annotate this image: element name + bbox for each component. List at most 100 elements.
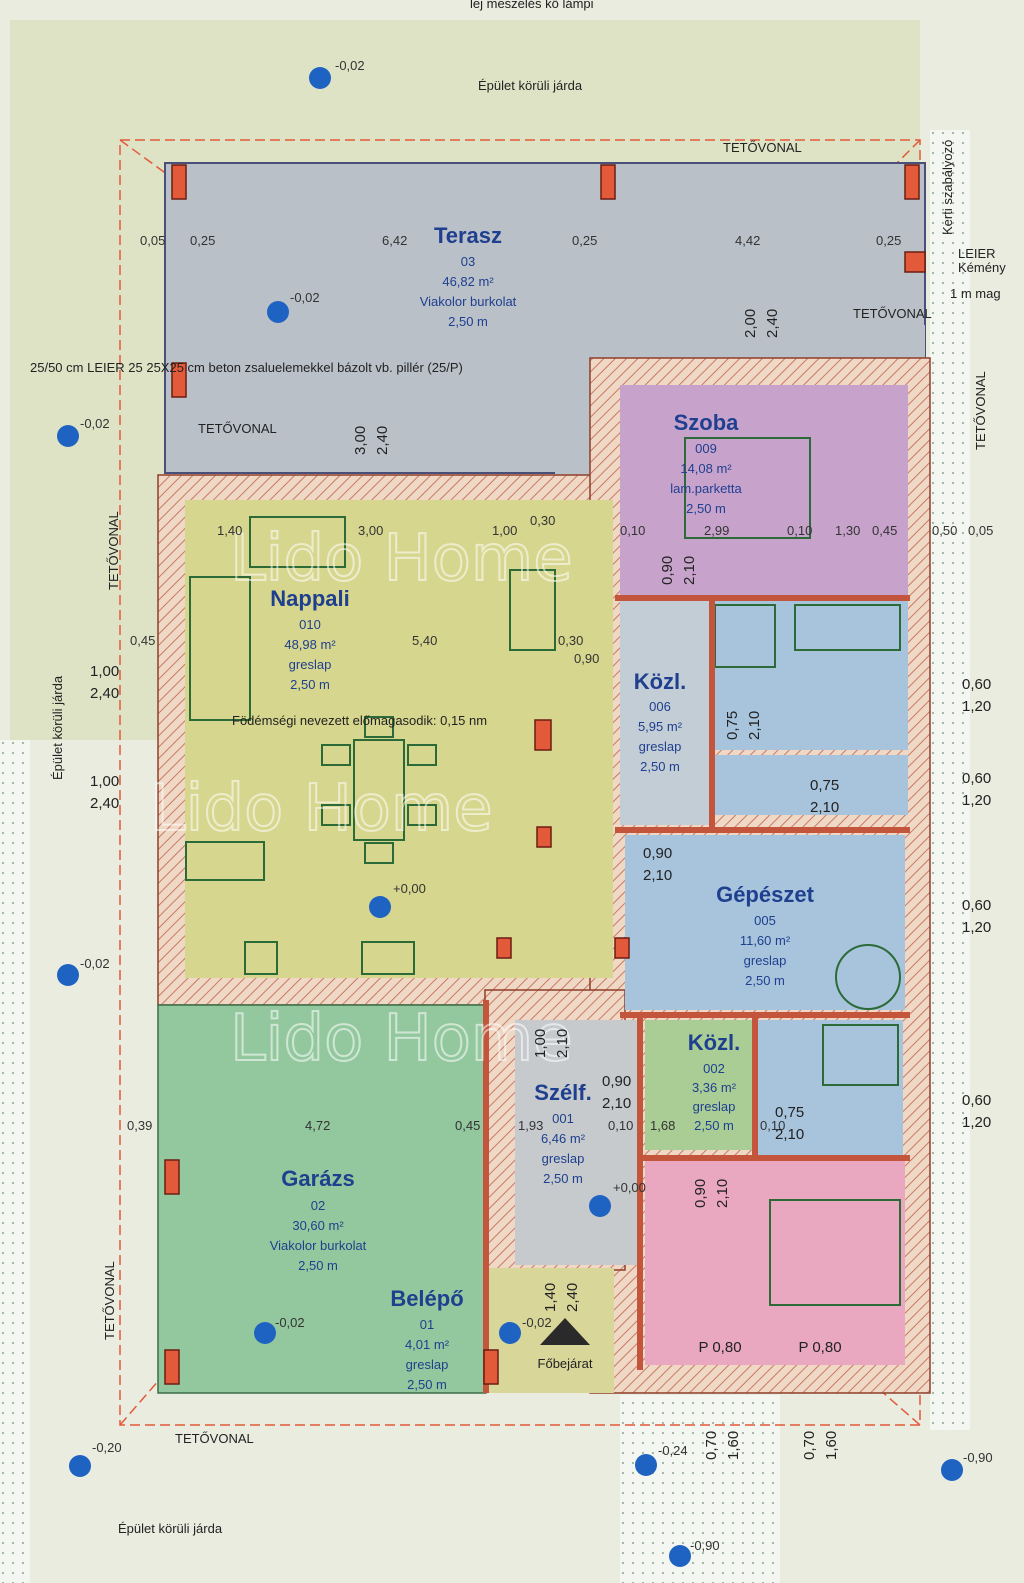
svg-text:-0,02: -0,02	[522, 1315, 552, 1330]
roof-line-label: TETŐVONAL	[723, 140, 802, 155]
svg-text:0,90: 0,90	[659, 556, 676, 585]
svg-text:0,75: 0,75	[724, 711, 741, 740]
svg-text:-0,24: -0,24	[658, 1443, 688, 1458]
svg-text:Kerti szabályozó: Kerti szabályozó	[940, 140, 955, 235]
kitchen-note: Födémségi nevezett előmagasodik: 0,15 nm	[232, 713, 487, 728]
svg-text:2,40: 2,40	[564, 1283, 581, 1312]
svg-text:001: 001	[552, 1111, 574, 1126]
svg-text:0,70: 0,70	[703, 1431, 720, 1460]
svg-text:0,10: 0,10	[620, 523, 645, 538]
svg-text:greslap: greslap	[542, 1151, 585, 1166]
level-values: -0,02 -0,02 -0,02 -0,02 +0,00 -0,02 +0,0…	[80, 58, 993, 1553]
svg-text:LEIER: LEIER	[958, 246, 996, 261]
svg-text:Kémény: Kémény	[958, 260, 1006, 275]
svg-text:0,45: 0,45	[455, 1118, 480, 1133]
svg-text:+0,00: +0,00	[613, 1180, 646, 1195]
svg-text:2,50 m: 2,50 m	[448, 314, 488, 329]
svg-text:1,20: 1,20	[962, 1114, 991, 1131]
pillars	[164, 164, 926, 1385]
svg-text:0,10: 0,10	[608, 1118, 633, 1133]
terasz-label: Terasz 03 46,82 m² Viakolor burkolat 2,5…	[420, 223, 517, 329]
bedroom-window-label: P 0,80	[798, 1339, 841, 1356]
svg-text:0,39: 0,39	[127, 1118, 152, 1133]
svg-text:5,95 m²: 5,95 m²	[638, 719, 683, 734]
side-notes: LEIER Kémény 1 m mag Kerti szabályozó	[940, 140, 1006, 301]
roof-line-label: TETŐVONAL	[102, 1261, 117, 1340]
roof-line-label: TETŐVONAL	[106, 511, 121, 590]
dims-top: 0,05 0,25 6,42 0,25 4,42 0,25	[140, 233, 901, 248]
svg-text:1,93: 1,93	[518, 1118, 543, 1133]
level-markers	[57, 67, 963, 1567]
svg-text:1,40: 1,40	[217, 523, 242, 538]
svg-text:-0,90: -0,90	[963, 1450, 993, 1465]
svg-text:Viakolor burkolat: Viakolor burkolat	[420, 294, 517, 309]
svg-text:1,60: 1,60	[823, 1431, 840, 1460]
svg-text:0,25: 0,25	[572, 233, 597, 248]
walkway-label: Épület körüli járda	[50, 675, 65, 780]
svg-text:0,05: 0,05	[968, 523, 993, 538]
svg-text:1,30: 1,30	[835, 523, 860, 538]
svg-text:0,60: 0,60	[962, 770, 991, 787]
svg-text:2,10: 2,10	[775, 1126, 804, 1143]
svg-text:greslap: greslap	[744, 953, 787, 968]
svg-text:Terasz: Terasz	[434, 223, 502, 248]
svg-text:0,90: 0,90	[602, 1073, 631, 1090]
watermark: Lido Home	[230, 1002, 573, 1076]
kozl2-label: Közl. 002 3,36 m² greslap 2,50 m	[688, 1030, 741, 1133]
pillar-note: 25/50 cm LEIER 25 25X25 cm beton zsaluel…	[30, 360, 463, 375]
kozl1-room	[620, 600, 715, 825]
roof-line-label: TETŐVONAL	[198, 421, 277, 436]
svg-text:+0,00: +0,00	[393, 881, 426, 896]
svg-text:0,25: 0,25	[876, 233, 901, 248]
svg-text:2,40: 2,40	[374, 426, 391, 455]
bathroom-1	[715, 600, 908, 750]
svg-text:2,50 m: 2,50 m	[290, 677, 330, 692]
svg-text:-0,20: -0,20	[92, 1440, 122, 1455]
svg-text:greslap: greslap	[639, 739, 682, 754]
garazs-label: Garázs 02 30,60 m² Viakolor burkolat 2,5…	[270, 1166, 367, 1273]
svg-text:0,45: 0,45	[130, 633, 155, 648]
roof-line-label: TETŐVONAL	[853, 306, 932, 321]
svg-text:2,50 m: 2,50 m	[298, 1258, 338, 1273]
svg-text:11,60 m²: 11,60 m²	[740, 933, 791, 948]
svg-text:2,50 m: 2,50 m	[640, 759, 680, 774]
watermark: Lido Home	[150, 772, 493, 846]
svg-text:0,60: 0,60	[962, 1092, 991, 1109]
svg-text:4,72: 4,72	[305, 1118, 330, 1133]
svg-text:Viakolor burkolat: Viakolor burkolat	[270, 1238, 367, 1253]
svg-text:5,40: 5,40	[412, 633, 437, 648]
kozl2-room	[645, 1020, 753, 1150]
svg-text:0,45: 0,45	[872, 523, 897, 538]
svg-text:0,75: 0,75	[810, 777, 839, 794]
svg-text:2,10: 2,10	[714, 1179, 731, 1208]
walkway-label: Épület körüli járda	[478, 78, 583, 93]
svg-text:1,20: 1,20	[962, 792, 991, 809]
svg-text:Garázs: Garázs	[281, 1166, 354, 1191]
svg-text:48,98 m²: 48,98 m²	[284, 637, 336, 652]
svg-text:greslap: greslap	[406, 1357, 449, 1372]
wc-1	[715, 755, 908, 815]
svg-text:6,42: 6,42	[382, 233, 407, 248]
svg-text:0,30: 0,30	[530, 513, 555, 528]
svg-text:4,01 m²: 4,01 m²	[405, 1337, 450, 1352]
nappali-label: Nappali 010 48,98 m² greslap 2,50 m	[270, 586, 349, 692]
gepeszet-label: Gépészet 005 11,60 m² greslap 2,50 m	[716, 882, 814, 988]
svg-text:Szoba: Szoba	[674, 410, 740, 435]
szoba-label: Szoba 009 14,08 m² lam.parketta 2,50 m	[670, 410, 742, 516]
partitions	[483, 595, 910, 1393]
roof-line-label: TETŐVONAL	[175, 1431, 254, 1446]
svg-text:0,25: 0,25	[190, 233, 215, 248]
svg-text:Belépő: Belépő	[390, 1286, 463, 1311]
svg-text:2,00: 2,00	[742, 309, 759, 338]
svg-text:1,00: 1,00	[90, 773, 119, 790]
svg-text:0,90: 0,90	[643, 845, 672, 862]
svg-text:2,10: 2,10	[602, 1095, 631, 1112]
svg-text:-0,02: -0,02	[80, 416, 110, 431]
szoba-room	[620, 385, 908, 597]
svg-text:2,10: 2,10	[554, 1029, 571, 1058]
svg-text:-0,90: -0,90	[690, 1538, 720, 1553]
entrance-label: Főbejárat	[538, 1356, 593, 1371]
walkway-label: Épület körüli járda	[118, 1521, 223, 1536]
